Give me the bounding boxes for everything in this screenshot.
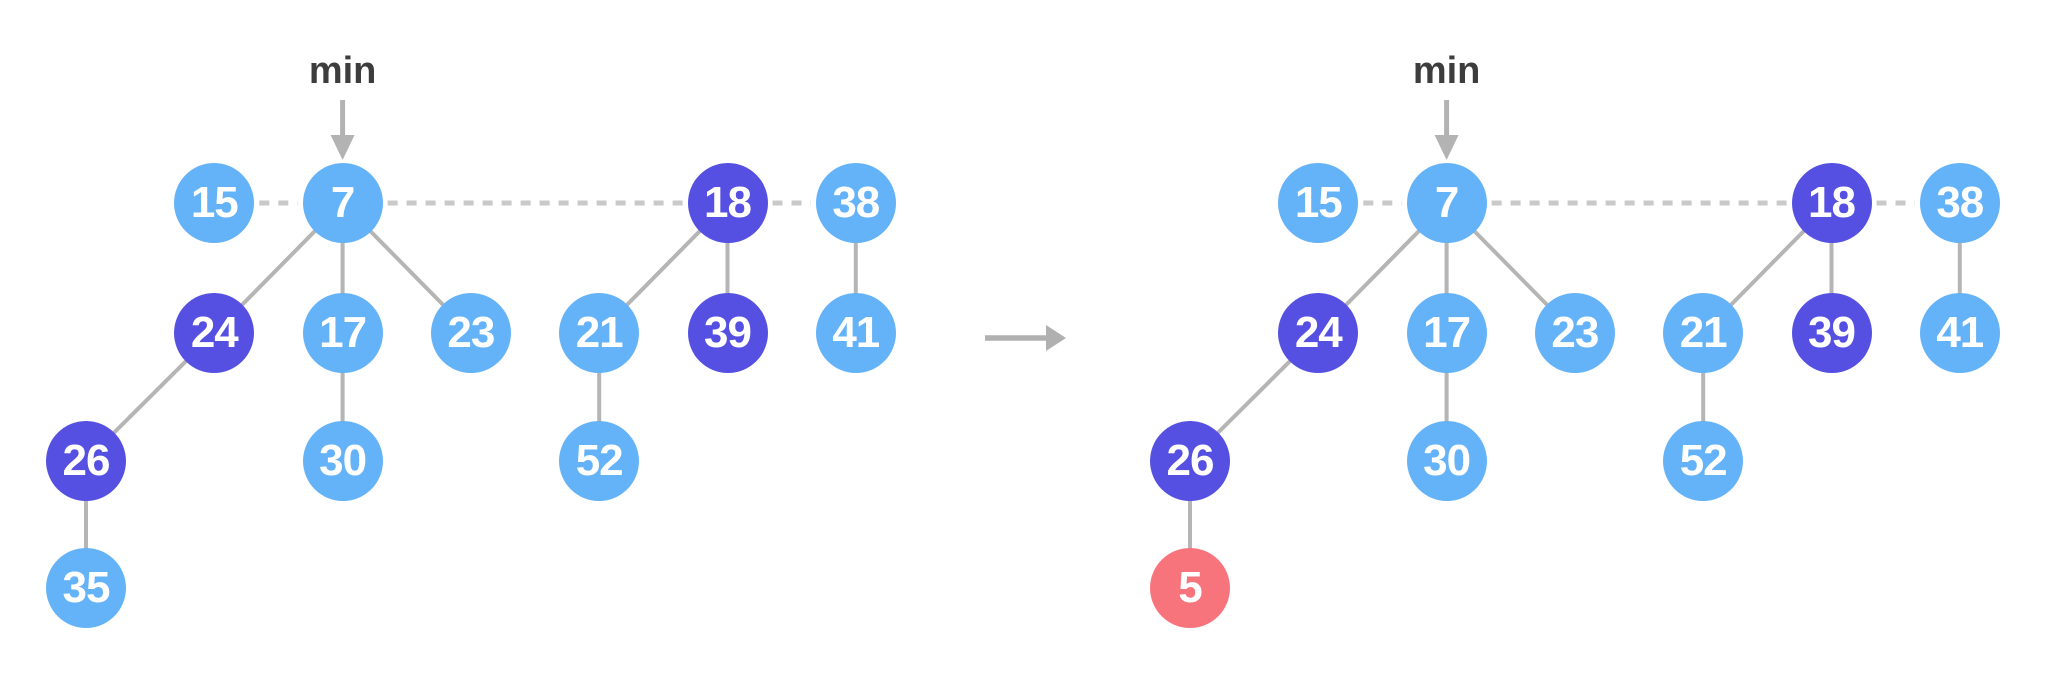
heap-node-before-15: 15 [174, 163, 255, 243]
heap-node-before-35: 35 [46, 548, 126, 628]
heap-node-after-38: 38 [1919, 163, 2000, 243]
min-pointer-label: min [1412, 50, 1481, 92]
min-pointer-label: min [308, 50, 377, 92]
heap-node-before-30: 30 [302, 420, 383, 501]
heap-node-before-21: 21 [559, 293, 640, 373]
heap-node-after-21: 21 [1663, 293, 1744, 373]
heap-node-after-26: 26 [1150, 420, 1230, 501]
heap-node-before-24: 24 [174, 293, 255, 373]
heap-node-after-30: 30 [1406, 420, 1487, 501]
heap-node-after-24: 24 [1278, 293, 1359, 373]
heap-node-after-39: 39 [1791, 293, 1872, 373]
heap-node-before-7: 7 [302, 163, 383, 243]
heap-node-after-41: 41 [1919, 293, 2000, 373]
heap-node-after-17: 17 [1406, 293, 1487, 373]
heap-node-after-18: 18 [1791, 163, 1872, 243]
min-pointer-arrow-head-icon [330, 135, 355, 160]
heap-node-before-41: 41 [815, 293, 896, 373]
heap-node-after-23: 23 [1534, 293, 1615, 373]
heap-node-before-52: 52 [559, 420, 640, 501]
heap-node-after-52: 52 [1663, 420, 1744, 501]
heap-node-before-18: 18 [687, 163, 768, 243]
min-pointer-arrow-head-icon [1434, 135, 1459, 160]
heap-node-before-23: 23 [430, 293, 511, 373]
heap-node-before-38: 38 [815, 163, 896, 243]
transition-arrow-icon [1046, 325, 1066, 351]
heap-node-before-26: 26 [46, 420, 126, 501]
heap-node-after-15: 15 [1278, 163, 1359, 243]
heap-node-before-17: 17 [302, 293, 383, 373]
heap-node-after-5: 5 [1150, 548, 1230, 628]
heap-node-before-39: 39 [687, 293, 768, 373]
heap-node-after-7: 7 [1406, 163, 1487, 243]
